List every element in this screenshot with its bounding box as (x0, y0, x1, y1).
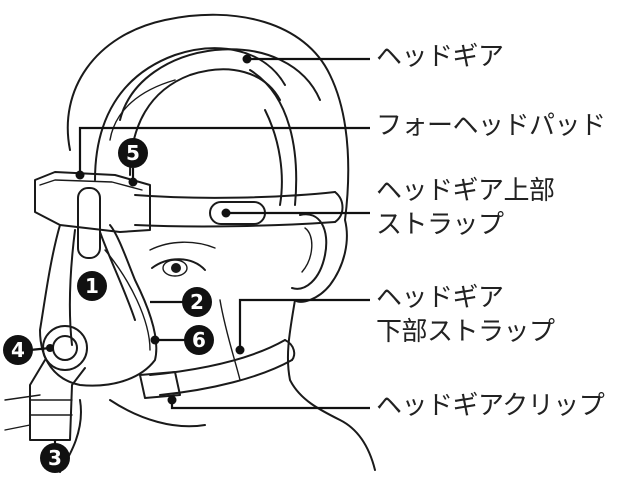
leader-lines (29, 57, 370, 448)
marker-4: 4 (3, 335, 33, 365)
marker-2: 2 (182, 287, 212, 317)
marker-1: 1 (77, 271, 107, 301)
svg-text:5: 5 (126, 141, 140, 165)
label-clip: ヘッドギアクリップ (376, 391, 605, 421)
headgear-straps (94, 47, 298, 206)
svg-text:6: 6 (192, 328, 206, 352)
marker-5: 5 (118, 138, 148, 168)
marker-3: 3 (40, 443, 70, 473)
mask-body (39, 187, 160, 387)
elbow-connector (29, 325, 88, 441)
label-headgear: ヘッドギア (376, 42, 504, 72)
marker-6: 6 (184, 325, 214, 355)
head-outline (4, 13, 376, 473)
svg-text:3: 3 (48, 446, 62, 470)
label-forehead-pad: フォーヘッドパッド (376, 111, 606, 141)
forehead-pad (34, 170, 151, 233)
svg-text:4: 4 (11, 338, 25, 362)
label-lower-strap-2: 下部ストラップ (376, 317, 555, 347)
label-lower-strap-1: ヘッドギア (376, 283, 504, 313)
lower-strap (139, 339, 296, 405)
svg-text:1: 1 (85, 274, 99, 298)
label-upper-strap-1: ヘッドギア上部 (376, 176, 555, 206)
upper-strap (134, 191, 344, 228)
label-upper-strap-2: ストラップ (376, 210, 504, 240)
svg-text:2: 2 (190, 290, 204, 314)
